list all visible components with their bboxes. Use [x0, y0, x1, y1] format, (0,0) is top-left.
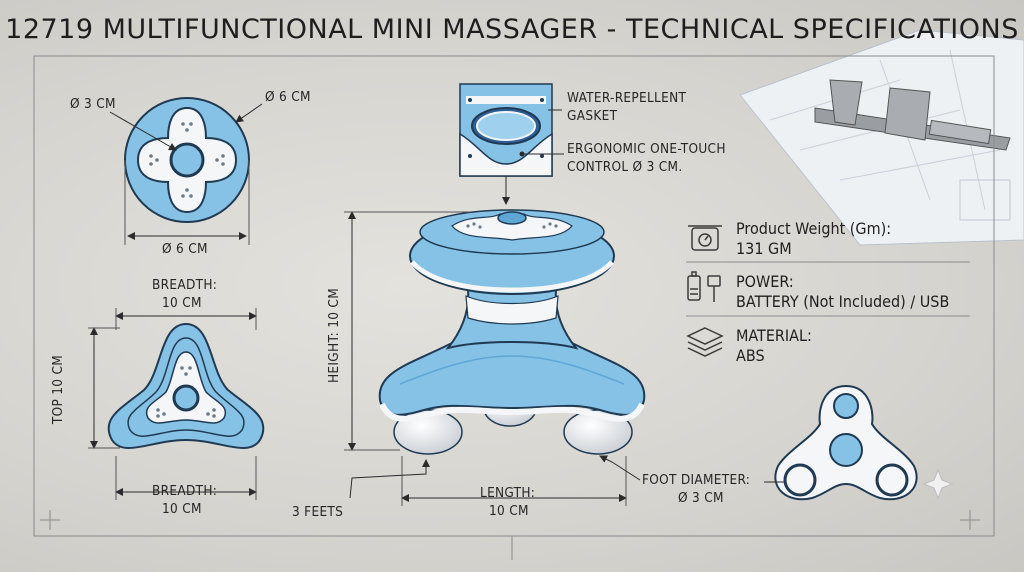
height-label: HEIGHT: 10 CM — [326, 288, 342, 383]
breadth-top-value: 10 CM — [162, 295, 202, 311]
power-label: POWER: — [736, 272, 794, 291]
weight-value: 131 GM — [736, 239, 792, 258]
sparkle-icon — [922, 468, 954, 500]
layers-icon — [686, 327, 724, 357]
top-height-label: TOP 10 CM — [50, 354, 67, 425]
material-label: MATERIAL: — [736, 326, 812, 345]
weight-label: Product Weight (Gm): — [736, 219, 892, 238]
control-label-2: CONTROL Ø 3 CM. — [567, 159, 683, 175]
gasket-label-1: WATER-REPELLENT — [567, 90, 687, 106]
top-view-drawing — [109, 97, 263, 245]
inner-diameter-label: Ø 3 CM — [70, 96, 116, 112]
scale-icon — [688, 225, 722, 251]
length-label: LENGTH: — [480, 485, 536, 501]
outer-diameter-top-label: Ø 6 CM — [265, 89, 311, 105]
length-value: 10 CM — [489, 503, 529, 519]
gasket-inset — [459, 83, 564, 205]
frame — [33, 55, 995, 560]
foot-diameter-label: FOOT DIAMETER: — [642, 472, 751, 488]
massager-drawing — [344, 209, 646, 506]
breadth-bottom-value: 10 CM — [162, 501, 202, 517]
page-title: 12719 MULTIFUNCTIONAL MINI MASSAGER - TE… — [5, 14, 1019, 45]
outer-diameter-bottom-label: Ø 6 CM — [162, 241, 208, 257]
tri-view-drawing — [88, 308, 265, 500]
feet-label: 3 FEETS — [292, 504, 344, 520]
gasket-label-2: GASKET — [567, 108, 618, 124]
control-label-1: ERGONOMIC ONE-TOUCH — [567, 141, 726, 157]
material-value: ABS — [736, 346, 765, 365]
power-value: BATTERY (Not Included) / USB — [736, 292, 950, 311]
foot-diameter-value: Ø 3 CM — [678, 490, 724, 506]
breadth-top-label: BREADTH: — [152, 277, 218, 293]
foot-view-drawing — [764, 384, 918, 501]
battery-usb-icon — [687, 271, 721, 302]
caliper-icon — [814, 79, 1011, 151]
breadth-bottom-label: BREADTH: — [152, 483, 218, 499]
